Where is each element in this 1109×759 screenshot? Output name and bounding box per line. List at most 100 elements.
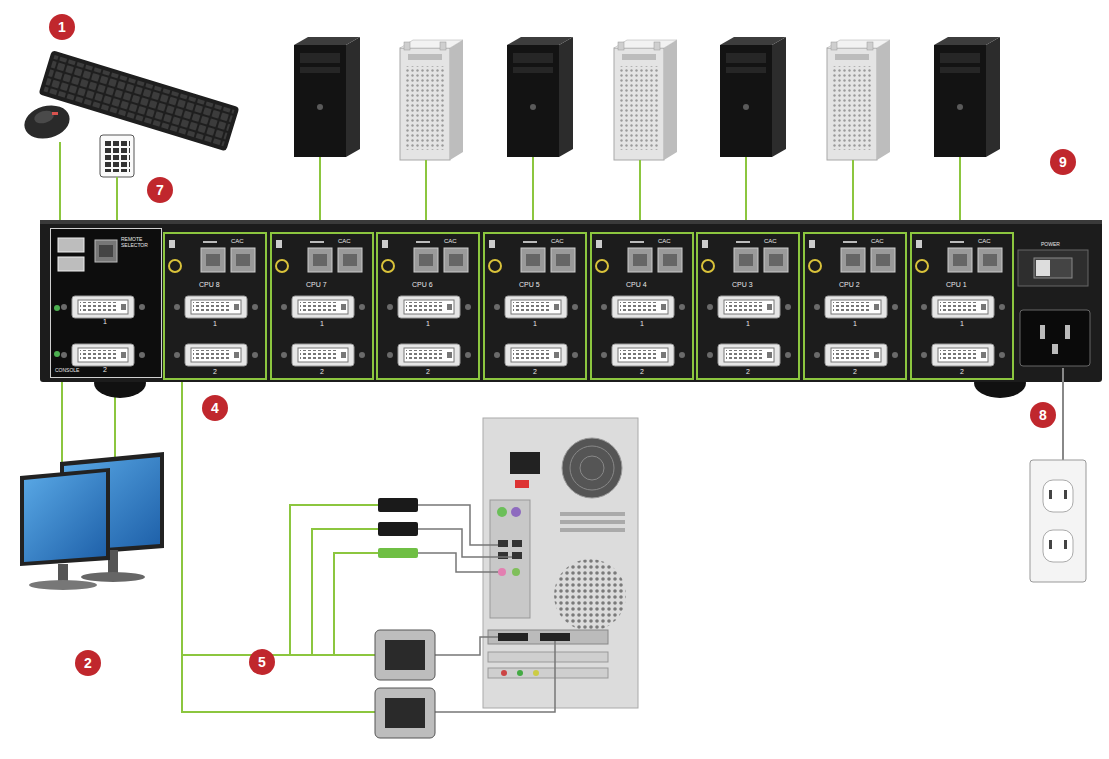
cpu-label: CPU 5 (519, 281, 540, 289)
port-number: 1 (960, 320, 964, 328)
computer-rear (554, 559, 626, 631)
computer-rear (511, 507, 521, 517)
power-switch (1018, 250, 1088, 286)
computer-rear (517, 670, 523, 676)
cable (182, 382, 378, 712)
port-number: 2 (103, 366, 107, 374)
port-label: CAC (764, 238, 777, 245)
panel-label: POWER (1041, 241, 1060, 247)
monitor (29, 580, 97, 590)
cable (334, 553, 378, 655)
keyboard (39, 50, 240, 151)
computer-rear (510, 452, 540, 474)
cable-plug (385, 640, 425, 670)
port-number: 1 (426, 320, 430, 328)
port-number: 1 (320, 320, 324, 328)
cpu-port-sets (596, 240, 685, 366)
cable (418, 505, 555, 712)
computer-rear (483, 418, 638, 708)
cpu-port-sets (702, 240, 791, 366)
cable-plug (378, 548, 418, 558)
port-number: 2 (320, 368, 324, 376)
callout-number: 2 (75, 650, 101, 676)
computer-tower-row (934, 37, 1000, 157)
cable-plug (385, 698, 425, 728)
port-number: 2 (746, 368, 750, 376)
cable (290, 505, 378, 655)
mouse (33, 109, 55, 126)
cable-plug (375, 498, 435, 738)
cpu-port-sets (382, 240, 471, 366)
power-line (1062, 368, 1064, 460)
computer-rear (497, 507, 507, 517)
cpu-label: CPU 4 (626, 281, 647, 289)
computer-rear (490, 500, 530, 618)
computer-rear (512, 552, 522, 559)
console-ports (58, 238, 84, 252)
cpu-label: CPU 3 (732, 281, 753, 289)
callout-number: 5 (249, 649, 275, 675)
computer-rear (498, 540, 508, 547)
computer-rear (580, 456, 604, 480)
computer-tower-row (614, 40, 677, 160)
computer-rear (533, 670, 539, 676)
cable (182, 382, 375, 712)
keyboard (39, 50, 240, 151)
console-ports (50, 228, 162, 378)
section-label: CONSOLE (55, 368, 79, 374)
computer-tower-row (400, 40, 463, 160)
cable (418, 505, 498, 545)
callout-number: 7 (147, 177, 173, 203)
cpu-port-sets (916, 240, 1005, 366)
wall-outlet (1064, 490, 1067, 499)
cpu-port-group: CACCPU 212 (803, 232, 907, 380)
cpu-port-group: CACCPU 512 (483, 232, 587, 380)
port-label: REMOTE SELECTOR (121, 237, 159, 248)
power-inlet (1065, 325, 1070, 339)
computer-rear (560, 528, 625, 532)
port-number: 2 (213, 368, 217, 376)
power-inlet (1040, 325, 1045, 339)
console-ports (50, 228, 162, 378)
port-number: 1 (213, 320, 217, 328)
remote-selector-keypad (100, 135, 134, 177)
cable (182, 654, 375, 656)
wall-outlet (1049, 540, 1052, 549)
port-label: CAC (658, 238, 671, 245)
power-line (1062, 368, 1064, 460)
computer-tower-row (827, 40, 890, 160)
computer-rear (488, 668, 608, 678)
cable-plug (375, 630, 435, 680)
computer-rear (498, 568, 506, 576)
computer-tower-row (720, 37, 786, 157)
computer-rear (562, 438, 622, 498)
console-ports (99, 245, 113, 257)
computer-rear (483, 418, 638, 708)
callout-number: 1 (49, 14, 75, 40)
callout-number: 8 (1030, 402, 1056, 428)
port-label: CAC (338, 238, 351, 245)
port-label: CAC (871, 238, 884, 245)
cpu-label: CPU 8 (199, 281, 220, 289)
cpu-port-group: CACCPU 612 (376, 232, 480, 380)
cable-plug (375, 688, 435, 738)
kvm-switch-chassis (40, 220, 1102, 398)
keyboard (39, 50, 240, 151)
power-inlet (1020, 310, 1090, 366)
computer-rear (488, 630, 608, 644)
cable-plug (378, 498, 418, 512)
cpu-port-group: CACCPU 412 (590, 232, 694, 380)
computer-rear (501, 670, 507, 676)
kvm-switch-chassis (40, 220, 1102, 224)
mouse (21, 101, 74, 144)
wall-outlet (1064, 540, 1067, 549)
port-number: 1 (746, 320, 750, 328)
cpu-label: CPU 2 (839, 281, 860, 289)
cpu-port-sets (276, 240, 365, 366)
port-number: 1 (853, 320, 857, 328)
wall-outlet (1043, 530, 1073, 562)
computer-rear (512, 568, 520, 576)
wall-outlet (1030, 460, 1086, 582)
